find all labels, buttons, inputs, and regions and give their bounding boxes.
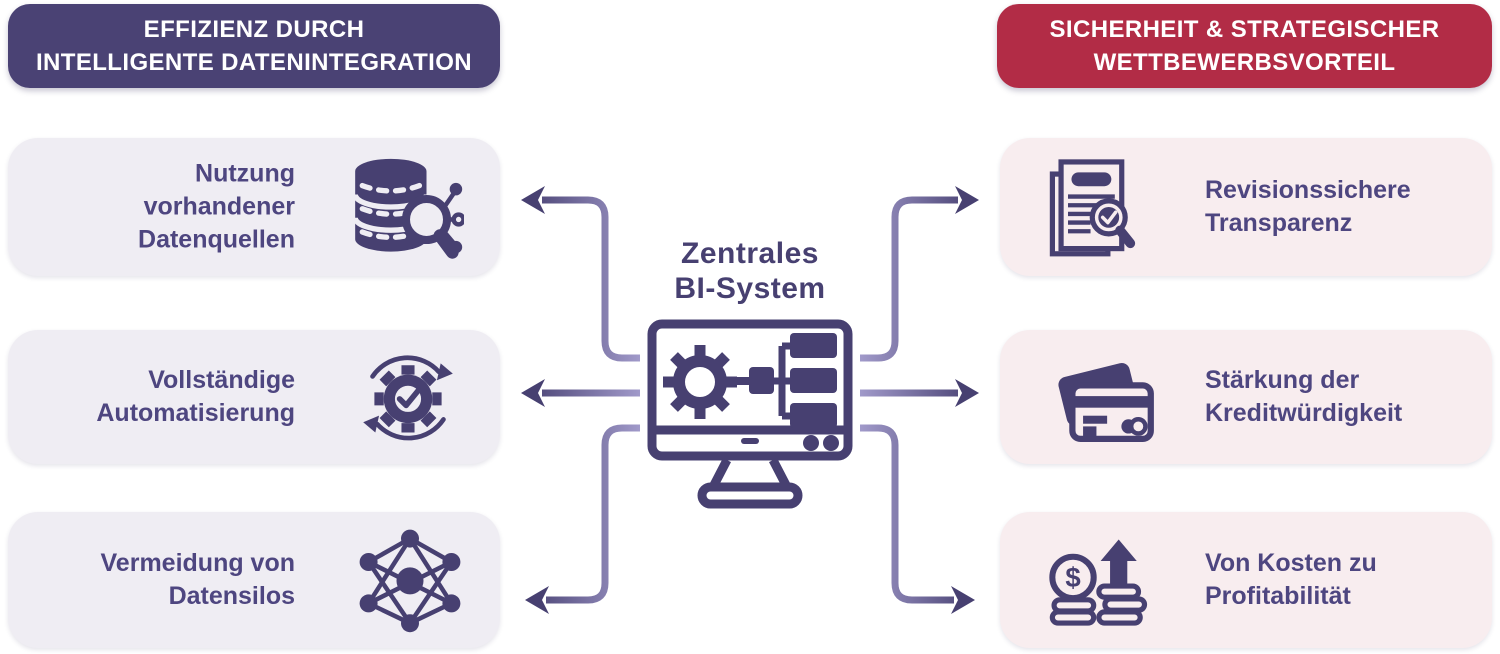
card-transparenz-line2: Transparenz [1205,209,1353,237]
header-security: SICHERHEIT & STRATEGISCHER WETTBEWERBSVO… [997,4,1492,88]
card-datenquellen-line1: Nutzung vorhandener [143,159,295,221]
card-transparenz-label: Revisionssichere Transparenz [1205,174,1462,240]
header-efficiency-line1: EFFIZIENZ DURCH [143,16,365,43]
automation-gear-icon [352,341,464,453]
center-title-line2: BI-System [674,272,826,305]
card-profitabilitaet-line2: Profitabilität [1205,582,1351,610]
dollar-sign: $ [1065,562,1080,593]
arrow-to-right-bottom [860,424,975,614]
card-transparenz: Revisionssichere Transparenz [1000,138,1492,276]
credit-cards-icon [1042,348,1158,446]
card-profitabilitaet: $ Von Kosten zu Profitabilität [1000,512,1492,648]
bi-system-monitor-icon [647,319,853,509]
profit-growth-icon: $ [1042,533,1154,628]
audit-document-icon [1042,155,1146,259]
header-efficiency: EFFIZIENZ DURCH INTELLIGENTE DATENINTEGR… [8,4,500,88]
card-profitabilitaet-line1: Von Kosten zu [1205,549,1377,577]
card-automatisierung-line1: Vollständige [148,366,295,394]
arrow-to-left-middle [521,379,640,407]
header-security-line1: SICHERHEIT & STRATEGISCHER [1049,16,1440,43]
arrow-to-right-middle [860,379,979,407]
card-datensilos: Vermeidung von Datensilos [8,512,500,648]
card-kreditwuerdigkeit-line1: Stärkung der [1205,366,1360,394]
card-datensilos-line2: Datensilos [168,582,295,610]
header-security-line2: WETTBEWERBSVORTEIL [1093,49,1396,76]
data-network-icon [356,526,464,634]
card-kreditwuerdigkeit-line2: Kreditwürdigkeit [1205,399,1403,427]
card-datensilos-label: Vermeidung von Datensilos [38,547,295,613]
card-kreditwuerdigkeit-label: Stärkung der Kreditwürdigkeit [1205,364,1462,430]
arrow-to-left-bottom [525,424,640,614]
card-datensilos-line1: Vermeidung von [100,549,295,577]
card-automatisierung-label: Vollständige Automatisierung [38,364,295,430]
card-transparenz-line1: Revisionssichere [1205,176,1411,204]
card-automatisierung: Vollständige Automatisierung [8,330,500,464]
card-datenquellen-label: Nutzung vorhandener Datenquellen [38,158,295,257]
card-datenquellen-line2: Datenquellen [138,225,295,254]
header-efficiency-line2: INTELLIGENTE DATENINTEGRATION [35,49,473,76]
card-automatisierung-line2: Automatisierung [96,399,295,427]
card-profitabilitaet-label: Von Kosten zu Profitabilität [1205,547,1462,613]
center-title: Zentrales BI-System [600,236,900,306]
center-title-line1: Zentrales [681,237,819,270]
card-datenquellen: Nutzung vorhandener Datenquellen [8,138,500,276]
card-kreditwuerdigkeit: Stärkung der Kreditwürdigkeit [1000,330,1492,464]
database-search-icon [348,154,464,261]
